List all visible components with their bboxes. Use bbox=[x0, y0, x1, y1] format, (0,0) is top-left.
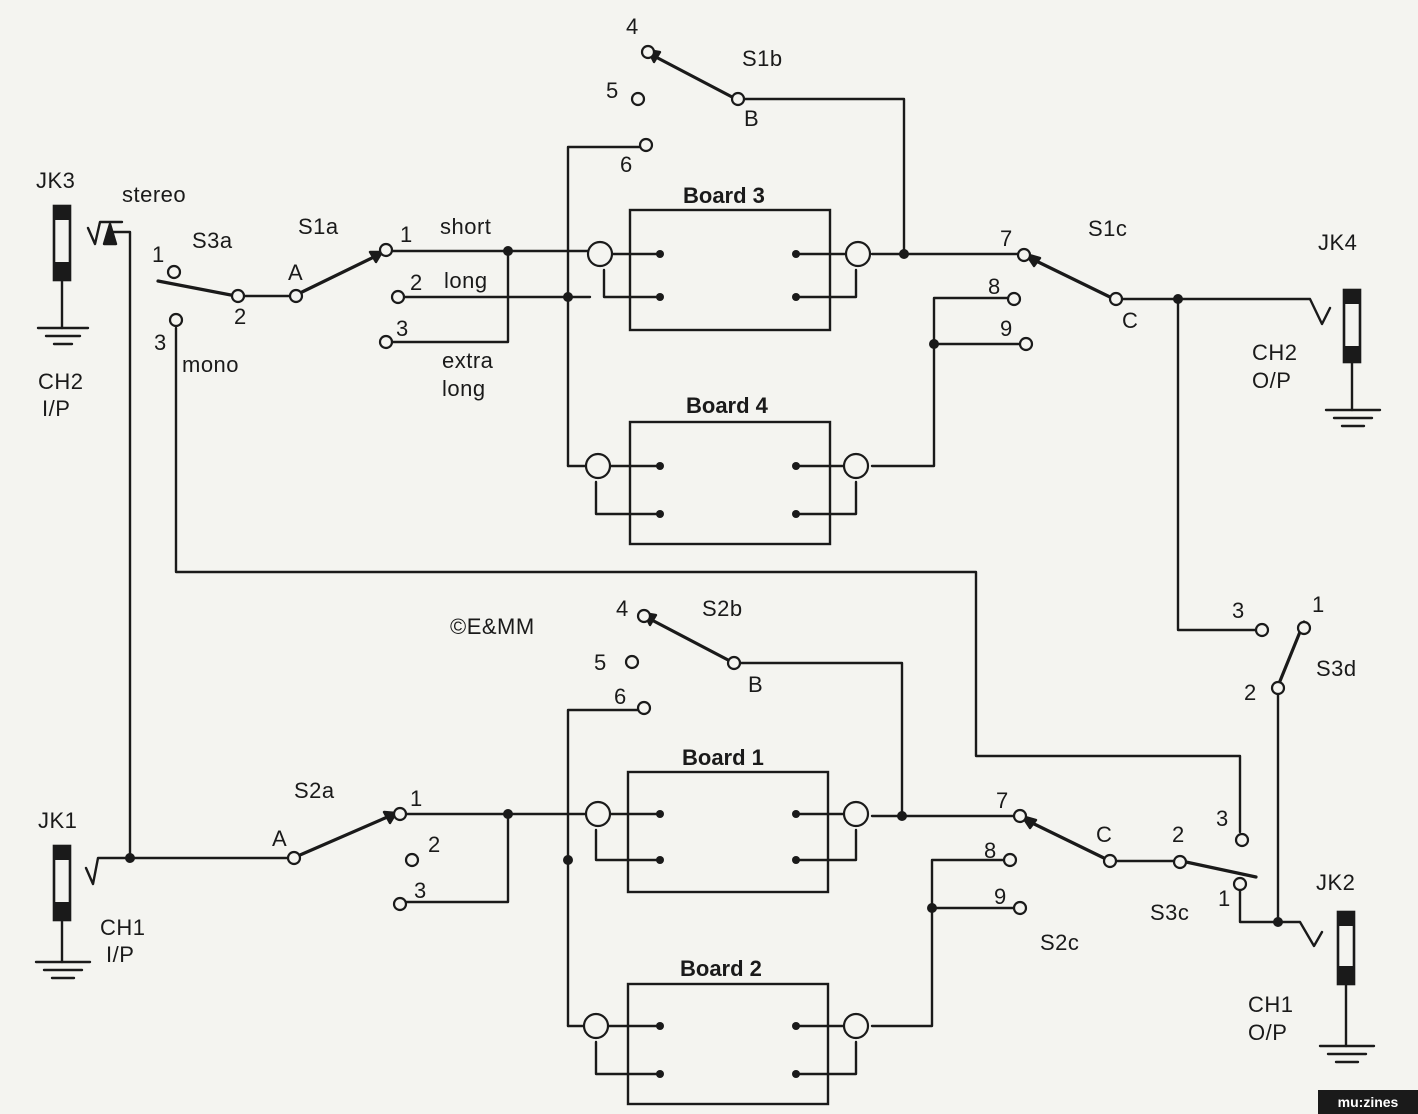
s3d-label: S3d bbox=[1316, 656, 1357, 681]
short-label: short bbox=[440, 214, 491, 239]
s1c-label: S1c bbox=[1088, 216, 1127, 241]
jk1-label: JK1 bbox=[38, 808, 77, 833]
s2c-t9: 9 bbox=[994, 884, 1006, 909]
s1a-pole-a: A bbox=[288, 260, 303, 285]
s2a-t3: 3 bbox=[414, 878, 426, 903]
mono-label: mono bbox=[182, 352, 239, 377]
s3c-t3: 3 bbox=[1216, 806, 1228, 831]
ch2-ip-label: CH2 bbox=[38, 369, 84, 394]
jk4-label: JK4 bbox=[1318, 230, 1357, 255]
ch2-op-label-2: O/P bbox=[1252, 368, 1291, 393]
long-label: long bbox=[444, 268, 488, 293]
s2c-t8: 8 bbox=[984, 838, 996, 863]
ch2-wiring bbox=[36, 48, 1382, 632]
s1b-t4: 4 bbox=[626, 14, 638, 39]
ch1-op-label-2: O/P bbox=[1248, 1020, 1287, 1045]
s3a-t1: 1 bbox=[152, 242, 164, 267]
jack-jk2 bbox=[1336, 910, 1356, 986]
ch1-ip-label-2: I/P bbox=[106, 942, 134, 967]
ch1-ip-label: CH1 bbox=[100, 915, 146, 940]
s1a-t3: 3 bbox=[396, 316, 408, 341]
muzines-badge[interactable]: mu:zines bbox=[1318, 1090, 1418, 1114]
jk2-label: JK2 bbox=[1316, 870, 1355, 895]
ch1-wiring bbox=[34, 222, 1376, 1064]
s2b-pole-b: B bbox=[748, 672, 763, 697]
ch2-op-label: CH2 bbox=[1252, 340, 1298, 365]
s1b-t5: 5 bbox=[606, 78, 618, 103]
s2b-label: S2b bbox=[702, 596, 743, 621]
jack-jk3 bbox=[52, 204, 72, 282]
s2b-t5: 5 bbox=[594, 650, 606, 675]
s1c-t9: 9 bbox=[1000, 316, 1012, 341]
jack-jk1 bbox=[52, 844, 72, 922]
switch-terminals bbox=[166, 44, 1312, 916]
s3c-t1: 1 bbox=[1218, 886, 1230, 911]
s3a-label: S3a bbox=[192, 228, 233, 253]
s2c-label: S2c bbox=[1040, 930, 1079, 955]
s3d-t1: 1 bbox=[1312, 592, 1324, 617]
board-2-label: Board 2 bbox=[680, 956, 762, 981]
s2a-pole-a: A bbox=[272, 826, 287, 851]
s1a-t1: 1 bbox=[400, 222, 412, 247]
extra-label: extra bbox=[442, 348, 494, 373]
extra-long-label: long bbox=[442, 376, 486, 401]
ch2-ip-label-2: I/P bbox=[42, 396, 70, 421]
copyright-label: ©E&MM bbox=[450, 614, 535, 639]
s3c-t2: 2 bbox=[1172, 822, 1184, 847]
s2a-label: S2a bbox=[294, 778, 335, 803]
s1b-t6: 6 bbox=[620, 152, 632, 177]
s1c-pole-c: C bbox=[1122, 308, 1138, 333]
s2a-t1: 1 bbox=[410, 786, 422, 811]
jk3-label: JK3 bbox=[36, 168, 75, 193]
s2c-t7: 7 bbox=[996, 788, 1008, 813]
s3a-t2: 2 bbox=[234, 304, 246, 329]
board-4 bbox=[584, 420, 870, 546]
ch1-op-label: CH1 bbox=[1248, 992, 1294, 1017]
s3d-t2: 2 bbox=[1244, 680, 1256, 705]
s2c-pole-c: C bbox=[1096, 822, 1112, 847]
s1b-pole-b: B bbox=[744, 106, 759, 131]
board-4-label: Board 4 bbox=[686, 393, 769, 418]
board-3-label: Board 3 bbox=[683, 183, 765, 208]
s2b-t4: 4 bbox=[616, 596, 628, 621]
s1c-t7: 7 bbox=[1000, 226, 1012, 251]
jack-jk4 bbox=[1342, 288, 1362, 364]
s3a-t3: 3 bbox=[154, 330, 166, 355]
s1a-t2: 2 bbox=[410, 270, 422, 295]
s2a-t2: 2 bbox=[428, 832, 440, 857]
board-2 bbox=[582, 982, 870, 1106]
s3c-label: S3c bbox=[1150, 900, 1189, 925]
s2b-t6: 6 bbox=[614, 684, 626, 709]
board-1-label: Board 1 bbox=[682, 745, 764, 770]
board-1 bbox=[584, 770, 870, 894]
junction-dots bbox=[125, 246, 1283, 927]
board-3 bbox=[586, 208, 872, 332]
s1b-label: S1b bbox=[742, 46, 783, 71]
s1a-label: S1a bbox=[298, 214, 339, 239]
s1c-t8: 8 bbox=[988, 274, 1000, 299]
stereo-label: stereo bbox=[122, 182, 186, 207]
s3d-t3: 3 bbox=[1232, 598, 1244, 623]
